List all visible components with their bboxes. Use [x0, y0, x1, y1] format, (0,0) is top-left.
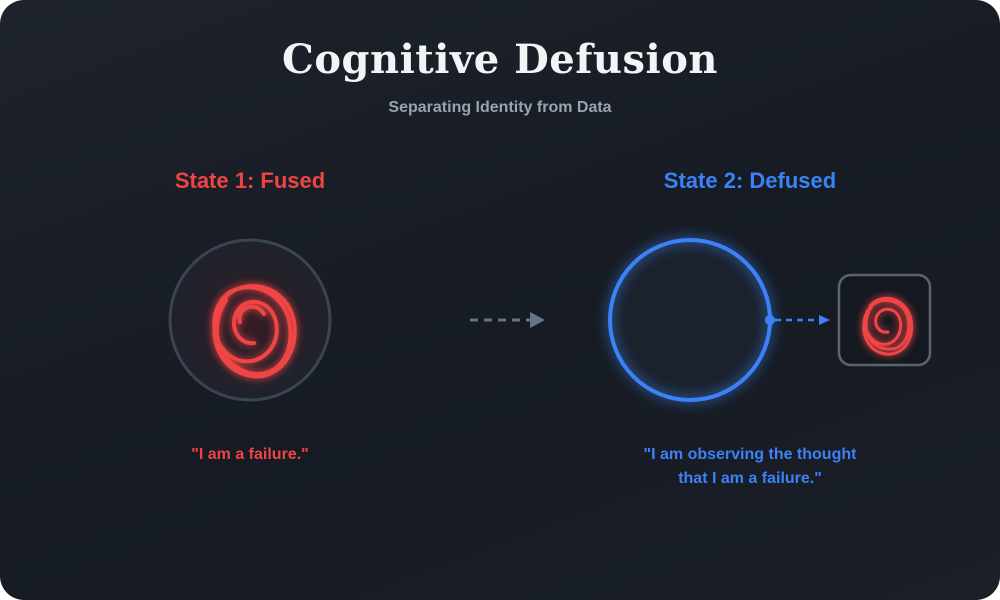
page-subtitle: Separating Identity from Data	[388, 99, 612, 116]
defused-quote-line-2: that I am a failure."	[678, 470, 822, 487]
observed-thought-box	[837, 273, 932, 367]
page-title: Cognitive Defusion	[282, 36, 718, 83]
defused-quote: "I am observing the thought that I am a …	[590, 443, 910, 491]
fused-thought-scribble-icon	[212, 284, 297, 379]
observed-thought-scribble-icon	[862, 296, 914, 356]
fused-mind-circle	[168, 238, 332, 402]
state-1-label: State 1: Fused	[174, 168, 326, 193]
defused-observer-ring-icon	[608, 238, 772, 402]
defused-quote-line-1: "I am observing the thought	[643, 446, 857, 463]
state-2-label: State 2: Defused	[663, 168, 837, 193]
transition-dashed-arrow-icon	[470, 312, 545, 328]
fused-quote: "I am a failure."	[191, 446, 309, 463]
observation-connector	[765, 315, 830, 325]
